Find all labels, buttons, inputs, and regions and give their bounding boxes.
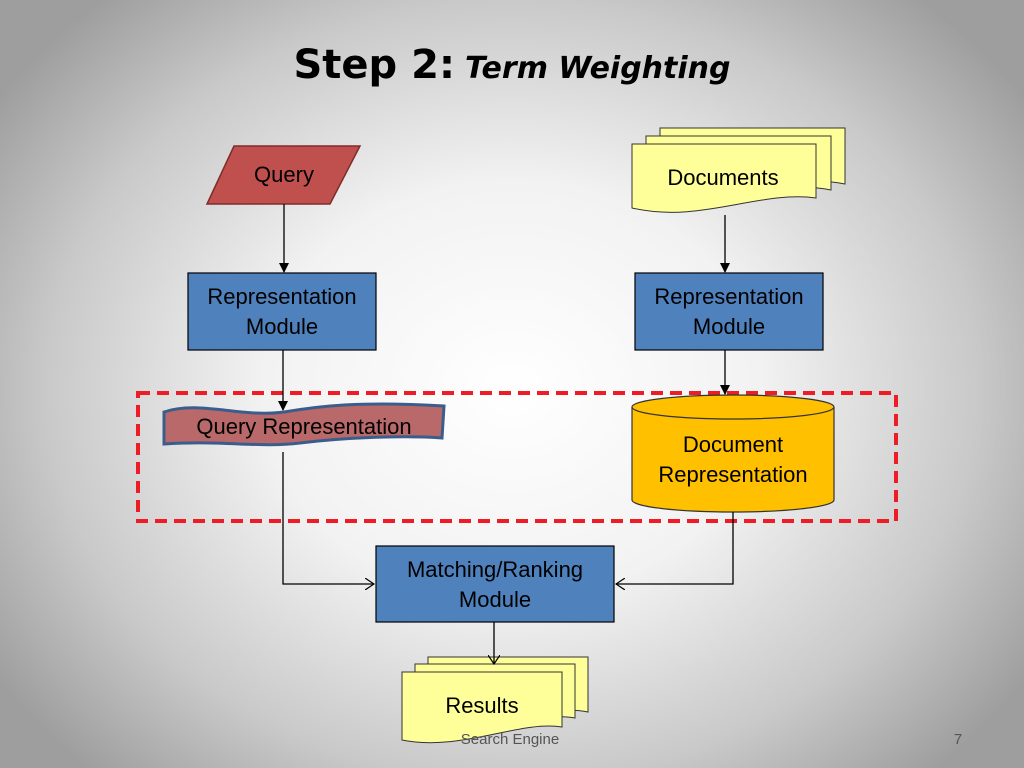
rep-module-left-label: Representation Module xyxy=(188,282,376,342)
query-text: Query xyxy=(254,162,314,187)
arrow-doc-rep-to-matching xyxy=(616,512,734,584)
query-shape xyxy=(205,145,362,205)
slide-title: Step 2: Term Weighting xyxy=(0,42,1024,88)
title-subtitle: Term Weighting xyxy=(464,51,731,86)
rep-module-right-label: Representation Module xyxy=(635,282,823,342)
rep-module-left-line2: Module xyxy=(245,314,319,339)
doc-rep-line1: Document xyxy=(682,432,784,457)
page-number: 7 xyxy=(953,731,963,748)
doc-rep-cylinder xyxy=(631,394,835,513)
query-label: Query xyxy=(234,160,334,190)
footer-text: Search Engine xyxy=(460,731,560,748)
documents-label: Documents xyxy=(636,163,810,193)
rep-module-left-line1: Representation xyxy=(207,284,357,309)
matching-label: Matching/Ranking Module xyxy=(376,555,614,615)
highlight-region xyxy=(136,391,898,523)
doc-rep-line2: Representation xyxy=(658,462,808,487)
matching-line1: Matching/Ranking xyxy=(406,557,584,582)
title-main: Step 2: xyxy=(293,42,455,88)
results-shape xyxy=(401,656,589,744)
results-label: Results xyxy=(402,691,562,721)
documents-shape xyxy=(631,127,846,213)
rep-module-right-shape xyxy=(634,272,824,351)
results-text: Results xyxy=(445,693,519,718)
rep-module-right-line2: Module xyxy=(692,314,766,339)
matching-module-shape xyxy=(375,545,615,623)
documents-text: Documents xyxy=(667,165,779,190)
query-rep-text: Query Representation xyxy=(196,414,412,439)
doc-rep-label: Document Representation xyxy=(632,430,834,490)
query-rep-label: Query Representation xyxy=(164,412,444,442)
query-rep-shape xyxy=(162,402,446,447)
rep-module-left-shape xyxy=(187,272,377,351)
matching-line2: Module xyxy=(458,587,532,612)
rep-module-right-line1: Representation xyxy=(654,284,804,309)
arrow-query-rep-to-matching xyxy=(282,452,374,584)
